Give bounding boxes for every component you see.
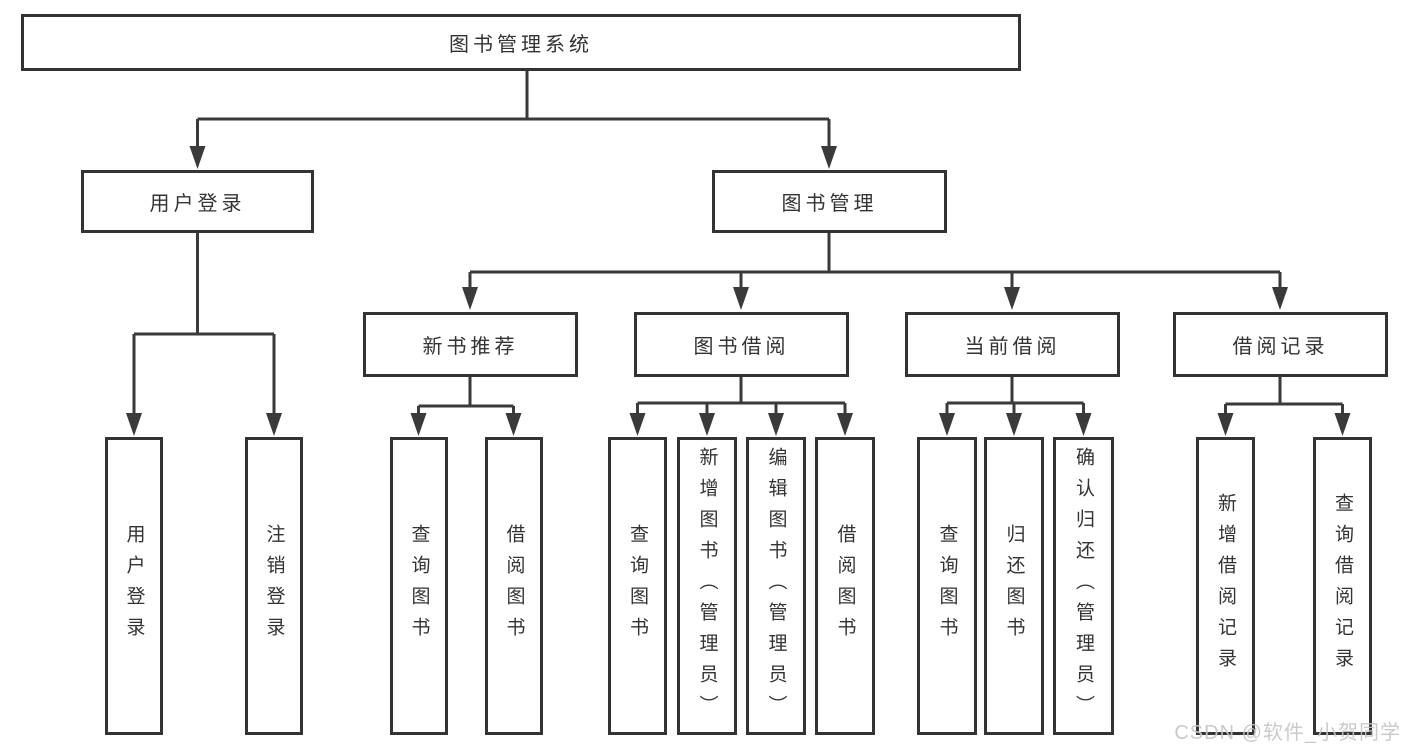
leaf-query-books-current-label: 查询图书 bbox=[936, 524, 958, 648]
leaf-borrow-books: 借阅图书 bbox=[815, 437, 875, 735]
node-root-system-label: 图书管理系统 bbox=[449, 34, 593, 56]
connector-borrowing-records-branch bbox=[1217, 377, 1351, 436]
node-new-book-recommend: 新书推荐 bbox=[363, 312, 578, 377]
arrowhead-new-book-recommend bbox=[462, 287, 478, 310]
leaf-add-borrow-record-label: 新增借阅记录 bbox=[1215, 493, 1236, 679]
arrowhead-leaf bbox=[505, 413, 522, 436]
leaf-add-books-admin-label: 新增图书（管理员） bbox=[696, 446, 718, 726]
node-book-borrowing: 图书借阅 bbox=[634, 312, 849, 377]
arrowhead-borrowing-records bbox=[1272, 287, 1288, 310]
connector-book-management-branch bbox=[462, 233, 1288, 310]
leaf-add-borrow-record: 新增借阅记录 bbox=[1196, 437, 1255, 735]
leaf-query-borrow-record: 查询借阅记录 bbox=[1313, 437, 1372, 735]
leaf-borrow-books-recommend-label: 借阅图书 bbox=[503, 524, 525, 648]
leaf-logout-label: 注销登录 bbox=[263, 524, 285, 648]
leaf-confirm-return-admin-label: 确认归还（管理员） bbox=[1073, 446, 1094, 726]
leaf-query-books-recommend: 查询图书 bbox=[390, 437, 448, 735]
arrowhead-leaf bbox=[410, 413, 427, 436]
arrowhead-user-login bbox=[189, 146, 206, 169]
arrowhead-leaf bbox=[1075, 413, 1092, 436]
node-user-login: 用户登录 bbox=[81, 170, 314, 233]
node-borrowing-records: 借阅记录 bbox=[1173, 312, 1388, 377]
leaf-logout: 注销登录 bbox=[245, 437, 303, 735]
connector-book-borrowing-branch bbox=[629, 377, 853, 436]
node-book-management-label: 图书管理 bbox=[781, 193, 878, 215]
leaf-return-books-label: 归还图书 bbox=[1003, 524, 1025, 648]
arrowhead-book-management bbox=[821, 146, 837, 169]
node-user-login-label: 用户登录 bbox=[149, 193, 246, 215]
arrowhead-leaf bbox=[939, 413, 955, 436]
connector-root-to-level2 bbox=[189, 70, 837, 169]
arrowhead-leaf bbox=[266, 413, 282, 436]
arrowhead-leaf bbox=[629, 413, 646, 436]
arrowhead-leaf bbox=[126, 413, 142, 436]
node-root-system: 图书管理系统 bbox=[21, 14, 1021, 71]
arrowhead-leaf bbox=[699, 413, 715, 436]
arrowhead-leaf bbox=[1334, 413, 1351, 436]
arrowhead-book-borrowing bbox=[733, 287, 749, 310]
node-book-management: 图书管理 bbox=[712, 170, 947, 233]
leaf-edit-books-admin: 编辑图书（管理员） bbox=[746, 437, 806, 735]
leaf-user-login-label: 用户登录 bbox=[123, 524, 145, 648]
leaf-return-books: 归还图书 bbox=[984, 437, 1044, 735]
leaf-add-books-admin: 新增图书（管理员） bbox=[677, 437, 737, 735]
leaf-borrow-books-recommend: 借阅图书 bbox=[485, 437, 543, 735]
leaf-query-borrow-record-label: 查询借阅记录 bbox=[1332, 493, 1353, 679]
leaf-borrow-books-label: 借阅图书 bbox=[834, 524, 856, 648]
csdn-watermark: CSDN @软件_小贺同学 bbox=[1174, 722, 1401, 744]
leaf-query-books-current: 查询图书 bbox=[917, 437, 977, 735]
leaf-user-login: 用户登录 bbox=[105, 437, 163, 735]
node-borrowing-records-label: 借阅记录 bbox=[1232, 336, 1329, 358]
leaf-query-books-borrowing-label: 查询图书 bbox=[627, 524, 648, 648]
node-book-borrowing-label: 图书借阅 bbox=[693, 336, 790, 358]
arrowhead-current-borrowing bbox=[1004, 287, 1020, 310]
arrowhead-leaf bbox=[1217, 413, 1234, 436]
arrowhead-leaf bbox=[837, 413, 853, 436]
leaf-query-books-borrowing: 查询图书 bbox=[608, 437, 667, 735]
leaf-confirm-return-admin: 确认归还（管理员） bbox=[1053, 437, 1114, 735]
arrowhead-leaf bbox=[1006, 413, 1022, 436]
leaf-edit-books-admin-label: 编辑图书（管理员） bbox=[765, 446, 787, 726]
node-current-borrowing: 当前借阅 bbox=[905, 312, 1120, 377]
arrowhead-leaf bbox=[768, 413, 784, 436]
connector-new-book-recommend-branch bbox=[410, 377, 522, 436]
node-current-borrowing-label: 当前借阅 bbox=[964, 336, 1061, 358]
connector-user-login-branch bbox=[126, 233, 282, 436]
connector-current-borrowing-branch bbox=[939, 377, 1092, 436]
leaf-query-books-recommend-label: 查询图书 bbox=[408, 524, 430, 648]
node-new-book-recommend-label: 新书推荐 bbox=[422, 336, 519, 358]
